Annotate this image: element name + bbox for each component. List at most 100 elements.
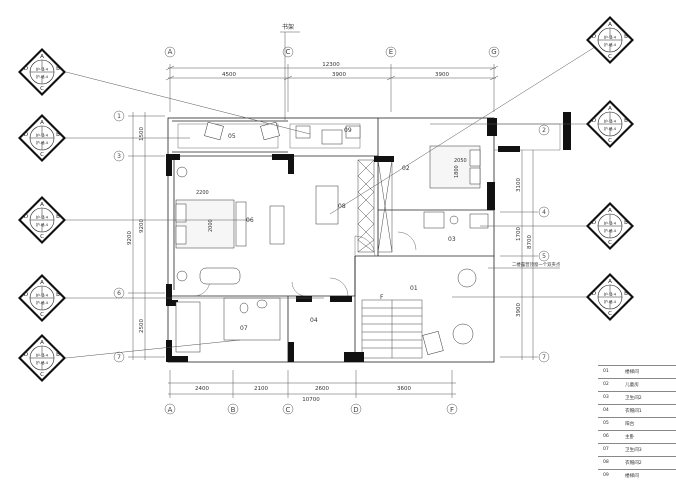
axis-right-2: 4: [542, 209, 546, 216]
structural-columns: [166, 112, 571, 362]
tag-ref: 护-墙-4: [604, 35, 617, 40]
dim-left-outer: 9200: [127, 231, 133, 245]
axis-top-4: E: [389, 48, 393, 56]
axis-bottom-2: B: [231, 406, 236, 414]
tag-letter: B: [56, 352, 60, 358]
tag-letter: D: [24, 132, 28, 138]
child-bed-dim-length: 1800: [454, 165, 460, 178]
dimension-lines-top: [165, 64, 499, 112]
tag-letter: D: [24, 66, 28, 72]
dim-right-1: 3100: [516, 178, 522, 192]
tag-ref: 护-墙-4: [36, 74, 49, 79]
tag-ref: 护-墙-4: [36, 215, 49, 220]
axis-top-5: G: [491, 48, 496, 56]
legend-num: 04: [603, 408, 609, 413]
tag-ref: 护-墙-4: [36, 67, 49, 72]
tag-letter: D: [24, 214, 28, 220]
legend-num: 06: [603, 434, 609, 439]
tag-letter: C: [40, 372, 44, 378]
tag-ref: 护-墙-4: [604, 221, 617, 226]
axis-left-3: 6: [117, 290, 121, 297]
legend-num: 09: [603, 473, 609, 478]
axis-right-3: 5: [542, 253, 546, 260]
tag-letter: A: [40, 120, 44, 126]
axis-right-4: 7: [542, 354, 546, 361]
legend-num: 07: [603, 447, 609, 452]
dim-left-1: 1500: [139, 127, 145, 141]
tag-letter: D: [592, 291, 596, 297]
legend-num: 05: [603, 421, 609, 426]
tag-letter: D: [24, 292, 28, 298]
closet-hatch: [357, 159, 393, 253]
legend-num: 01: [603, 369, 609, 374]
legend-name: 卫生间2: [625, 396, 642, 401]
tag-ref: 护-墙-4: [36, 293, 49, 298]
child-bed-dim-width: 2050: [454, 158, 467, 164]
tag-ref: 护-墙-4: [36, 300, 49, 305]
tag-letter: A: [608, 22, 612, 28]
room-04: 04: [310, 317, 318, 324]
axis-circles-left: [113, 110, 125, 363]
dim-right-outer: 8700: [527, 235, 533, 249]
child-bed: [429, 145, 481, 189]
bookshelf-label: 书架: [282, 23, 294, 31]
tag-ref: 护-墙-4: [36, 360, 49, 365]
room-09: 09: [344, 127, 352, 134]
room-03: 03: [448, 236, 456, 243]
axis-left-1: 1: [117, 113, 121, 120]
dim-bottom-3: 2600: [315, 386, 329, 392]
legend-name: 衣帽间1: [625, 409, 642, 414]
tag-letter: B: [56, 66, 60, 72]
axis-bottom-3: C: [286, 406, 291, 414]
tag-ref: 护-墙-4: [604, 119, 617, 124]
dim-bottom-1: 2400: [195, 386, 209, 392]
tag-letter: A: [608, 208, 612, 214]
tag-letter: D: [24, 352, 28, 358]
tag-ref: 护-墙-4: [604, 292, 617, 297]
bed-dim-width: 2200: [196, 190, 209, 196]
tag-letter: C: [608, 240, 612, 246]
dim-left-2: 9200: [139, 219, 145, 233]
tag-letter: B: [624, 291, 628, 297]
axis-top-1: A: [168, 48, 173, 56]
legend-name: 衣帽间2: [625, 461, 642, 466]
dim-top-3: 3900: [435, 72, 449, 78]
tag-ref: 护-墙-4: [604, 228, 617, 233]
tag-letter: C: [608, 54, 612, 60]
stair-mark: F: [380, 294, 384, 301]
dim-right-2: 1700: [516, 227, 522, 241]
dim-bottom-2: 2100: [254, 386, 268, 392]
callout-note: 二楼露营顶窗一个双夹点: [512, 261, 561, 268]
dim-left-3: 2500: [139, 319, 145, 333]
dimension-lines-left: [128, 112, 165, 360]
tag-letter: C: [40, 312, 44, 318]
tag-letter: D: [592, 34, 596, 40]
room-01: 01: [410, 285, 418, 292]
tag-ref: 护-墙-4: [604, 299, 617, 304]
axis-top-2: C: [286, 48, 291, 56]
dim-top-2: 3900: [332, 72, 346, 78]
tag-letter: B: [56, 132, 60, 138]
tag-letter: C: [608, 138, 612, 144]
tag-ref: 护-墙-4: [604, 42, 617, 47]
dimension-lines-bottom: [168, 370, 456, 398]
axis-right-1: 2: [542, 127, 546, 134]
room-05: 05: [228, 133, 236, 140]
legend-name: 卫生间3: [625, 448, 642, 453]
room-06: 06: [246, 217, 254, 224]
tag-letter: B: [56, 292, 60, 298]
furniture-pieces: [175, 121, 489, 356]
tag-ref: 护-墙-4: [36, 133, 49, 138]
axis-bottom-5: F: [450, 406, 454, 414]
dimension-lines-right: [500, 150, 538, 360]
